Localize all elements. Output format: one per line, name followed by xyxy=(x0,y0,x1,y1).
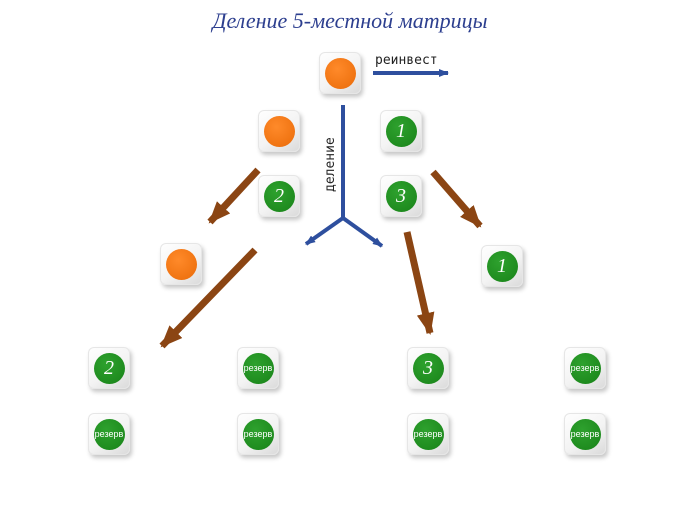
flow-arrow-to-bottom-3 xyxy=(403,231,435,335)
matrix-node-right-upper: 1 xyxy=(380,110,422,152)
division-arrow-right xyxy=(341,216,384,248)
orange-ball-icon xyxy=(165,248,197,280)
node-number: 1 xyxy=(396,120,406,142)
green-ball-icon: резерв xyxy=(242,352,274,384)
division-arrow-left xyxy=(304,216,345,246)
diagram-title: Деление 5-местной матрицы xyxy=(212,8,488,33)
flow-arrow-to-right-lower xyxy=(430,169,483,229)
reserve-label: резерв xyxy=(570,428,600,439)
reinvest-label: реинвест xyxy=(375,53,438,68)
matrix-node-bottom-1: 2 xyxy=(88,347,130,389)
green-ball-icon: 3 xyxy=(412,352,444,384)
matrix-node-left-lower xyxy=(160,243,202,285)
green-ball-icon: 3 xyxy=(385,180,417,212)
matrix-node-bottom-4: резерв xyxy=(564,347,606,389)
green-ball-icon: 1 xyxy=(486,250,518,282)
green-ball-icon: резерв xyxy=(242,418,274,450)
matrix-node-right-middle: 3 xyxy=(380,175,422,217)
orange-ball-icon xyxy=(263,115,295,147)
green-ball-icon: 1 xyxy=(385,115,417,147)
matrix-node-left-middle: 2 xyxy=(258,175,300,217)
reserve-label: резерв xyxy=(243,428,273,439)
matrix-node-bottom-5: резерв xyxy=(88,413,130,455)
green-ball-icon: 2 xyxy=(263,180,295,212)
node-number: 2 xyxy=(274,185,284,207)
orange-ball-icon xyxy=(324,57,356,89)
matrix-node-bottom-6: резерв xyxy=(237,413,279,455)
green-ball-icon: 2 xyxy=(93,352,125,384)
matrix-node-bottom-8: резерв xyxy=(564,413,606,455)
green-ball-icon: резерв xyxy=(93,418,125,450)
matrix-node-bottom-7: резерв xyxy=(407,413,449,455)
green-ball-icon: резерв xyxy=(569,418,601,450)
matrix-node-bottom-3: 3 xyxy=(407,347,449,389)
reserve-label: резерв xyxy=(570,362,600,373)
matrix-node-bottom-2: резерв xyxy=(237,347,279,389)
reserve-label: резерв xyxy=(243,362,273,373)
green-ball-icon: резерв xyxy=(412,418,444,450)
node-number: 3 xyxy=(396,185,406,207)
matrix-node-left-upper xyxy=(258,110,300,152)
matrix-node-top xyxy=(319,52,361,94)
node-number: 2 xyxy=(104,357,114,379)
green-ball-icon: резерв xyxy=(569,352,601,384)
node-number: 3 xyxy=(423,357,433,379)
node-number: 1 xyxy=(497,255,507,277)
division-label: деление xyxy=(323,137,338,192)
matrix-node-right-lower: 1 xyxy=(481,245,523,287)
reserve-label: резерв xyxy=(413,428,443,439)
flow-arrow-to-bottom-2 xyxy=(159,247,258,349)
flow-arrow-to-left-lower xyxy=(207,167,261,225)
reserve-label: резерв xyxy=(94,428,124,439)
